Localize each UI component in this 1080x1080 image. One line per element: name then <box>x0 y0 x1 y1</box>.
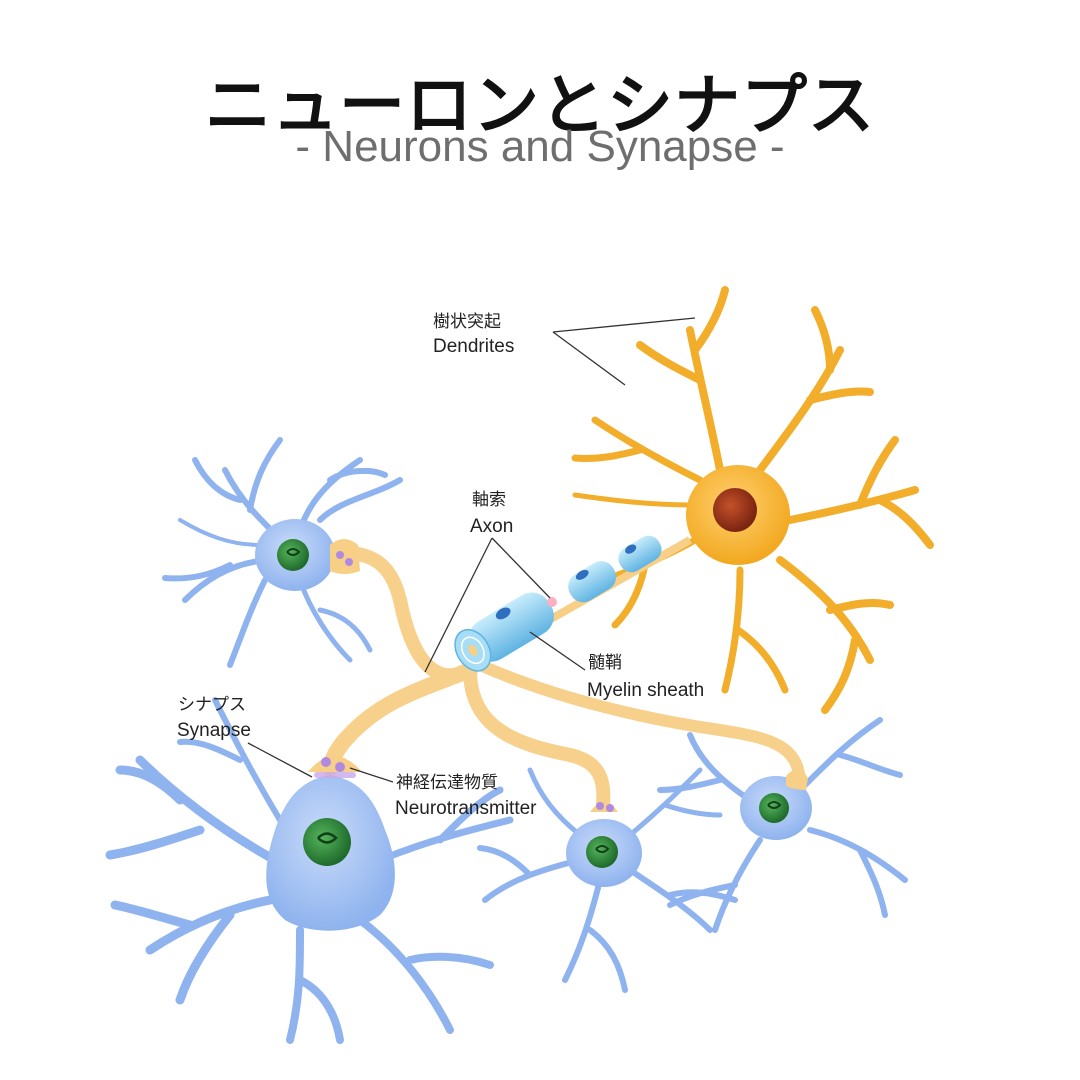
synapse-right <box>786 769 808 790</box>
label-axon-en: Axon <box>470 516 513 537</box>
axon-fiber-to-top-left <box>338 545 477 683</box>
myelinated-axon <box>454 535 692 672</box>
neuron-active-nucleus <box>713 488 757 532</box>
neuron-right <box>657 717 908 933</box>
label-neurotransmitter-ja: 神経伝達物質 <box>396 773 498 793</box>
synapse-top-left <box>330 539 360 574</box>
neuron-bottom-left <box>105 697 514 1044</box>
leader-axon <box>424 537 551 673</box>
myelin-segment <box>618 535 662 573</box>
label-synapse-en: Synapse <box>177 720 251 741</box>
synapse-bottom-left <box>308 756 362 778</box>
label-synapse-ja: シナプス <box>178 695 246 715</box>
page-title: ニューロンとシナプス <box>205 67 875 144</box>
label-axon-ja: 軸索 <box>472 490 506 510</box>
axon-fiber-to-right <box>474 659 806 791</box>
label-dendrites-en: Dendrites <box>433 336 514 357</box>
myelin-segment <box>468 592 554 662</box>
axon-fiber-to-middle <box>463 663 611 812</box>
neuron-active-dendrites <box>571 286 934 714</box>
leader-dendrites <box>552 317 696 386</box>
label-dendrites-ja: 樹状突起 <box>433 312 501 332</box>
label-myelin-en: Myelin sheath <box>587 680 704 701</box>
neuron-bottom-middle <box>477 767 738 993</box>
leader-synapse <box>247 742 313 778</box>
leader-neurotransmitter <box>349 767 394 783</box>
page-subtitle: - Neurons and Synapse - <box>295 122 785 171</box>
leader-myelin <box>529 631 586 671</box>
label-neurotransmitter-en: Neurotransmitter <box>395 798 537 819</box>
leader-lines <box>247 317 696 783</box>
label-myelin-ja: 髄鞘 <box>588 653 622 673</box>
synapse-bottom-middle <box>590 802 618 812</box>
axon-fiber-to-synapse <box>322 662 478 776</box>
